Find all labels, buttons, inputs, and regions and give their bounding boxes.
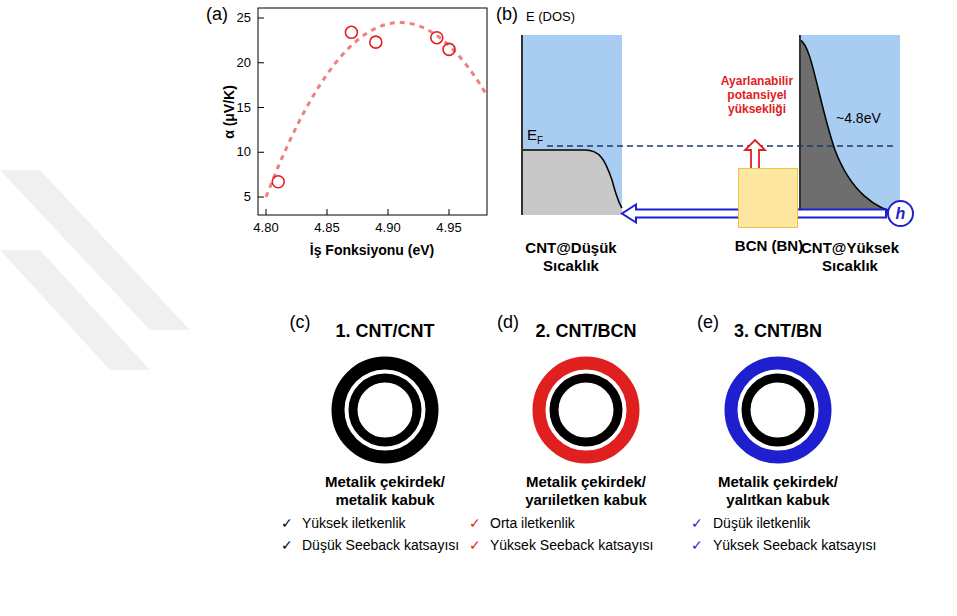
core-shell-ring: 1. CNT/CNTMetalik çekirdek/ metalik kabu…	[330, 355, 440, 465]
axis-title: E (DOS)	[526, 10, 575, 25]
node-label: CNT@Yüksek Sıcaklık	[775, 239, 925, 275]
energy-value: ~4.8eV	[836, 110, 881, 126]
fermi-level	[547, 145, 897, 147]
fermi-label: E	[527, 126, 537, 143]
dos-filled	[522, 150, 622, 215]
panel-letter: (e)	[697, 312, 719, 333]
property-item: Düşük Seeback katsayısı	[302, 537, 459, 553]
ring-pair	[539, 363, 633, 457]
tick-label: 4.85	[314, 221, 339, 236]
node-title: 2. CNT/BCN	[535, 321, 636, 343]
tick-label: 20	[237, 55, 251, 70]
fermi-curve	[800, 40, 900, 213]
check-mark: ✓	[691, 537, 703, 553]
axis-title: α (μV/K)	[221, 85, 237, 139]
axis-line	[521, 35, 523, 215]
data-points	[272, 26, 455, 187]
hole-circle: h	[887, 200, 914, 227]
panel-letter: (b)	[496, 4, 518, 25]
core-shell-ring: 3. CNT/BNMetalik çekirdek/ yalıtkan kabu…	[723, 355, 833, 465]
panel-letter: (d)	[497, 312, 519, 333]
check-mark: ✓	[281, 515, 293, 531]
axis-line	[799, 35, 801, 215]
tick-label: 10	[237, 145, 251, 160]
plot-frame	[258, 8, 487, 215]
node-caption: Metalik çekirdek/ yarıiletken kabuk	[501, 473, 671, 509]
tick-label: 4.90	[375, 221, 400, 236]
check-mark: ✓	[281, 537, 293, 553]
ring-pair	[338, 363, 432, 457]
node-label: CNT@Düşük Sıcaklık	[496, 239, 646, 275]
panel-letter: (c)	[290, 312, 311, 333]
core-shell-ring: 2. CNT/BCNMetalik çekirdek/ yarıiletken …	[531, 355, 641, 465]
node-text: h	[889, 204, 912, 223]
axis-title: İş Fonksiyonu (eV)	[310, 242, 434, 258]
tick-label: 15	[237, 100, 251, 115]
fermi-subscript: F	[537, 135, 543, 147]
check-mark: ✓	[469, 515, 481, 531]
node-title: 1. CNT/CNT	[336, 321, 435, 343]
dos-filled	[800, 40, 900, 215]
tick-label: 4.95	[436, 221, 461, 236]
tick-label: 4.80	[253, 221, 278, 236]
watermark-stripe	[0, 250, 150, 370]
fermi-curve	[522, 150, 622, 208]
check-mark: ✓	[691, 515, 703, 531]
node-caption: Metalik çekirdek/ metalik kabuk	[300, 473, 470, 509]
node-label: BCN (BN)	[734, 237, 804, 255]
property-item: Orta iletkenlik	[490, 515, 575, 531]
check-mark: ✓	[469, 537, 481, 553]
property-item: Yüksek Seeback katsayısı	[490, 537, 653, 553]
tick-label: 25	[237, 11, 251, 26]
dos-panel	[800, 35, 900, 215]
dos-panel: CNT@Düşük Sıcaklık	[520, 35, 622, 215]
axis-ticks	[258, 18, 449, 215]
property-item: Yüksek iletkenlik	[302, 515, 406, 531]
ring-pair	[731, 363, 825, 457]
tick-label: 5	[244, 190, 251, 205]
property-item: Yüksek Seeback katsayısı	[713, 537, 876, 553]
fit-curve	[266, 23, 486, 198]
panel-letter: (a)	[206, 4, 228, 25]
dos-panel	[522, 35, 622, 215]
barrier-note: Ayarlanabilir potansiyel yüksekliği	[717, 75, 797, 116]
property-item: Düşük iletkenlik	[713, 515, 810, 531]
node-title: 3. CNT/BN	[734, 321, 822, 343]
barrier-box: BCN (BN)	[738, 168, 798, 228]
node-caption: Metalik çekirdek/ yalıtkan kabuk	[693, 473, 863, 509]
